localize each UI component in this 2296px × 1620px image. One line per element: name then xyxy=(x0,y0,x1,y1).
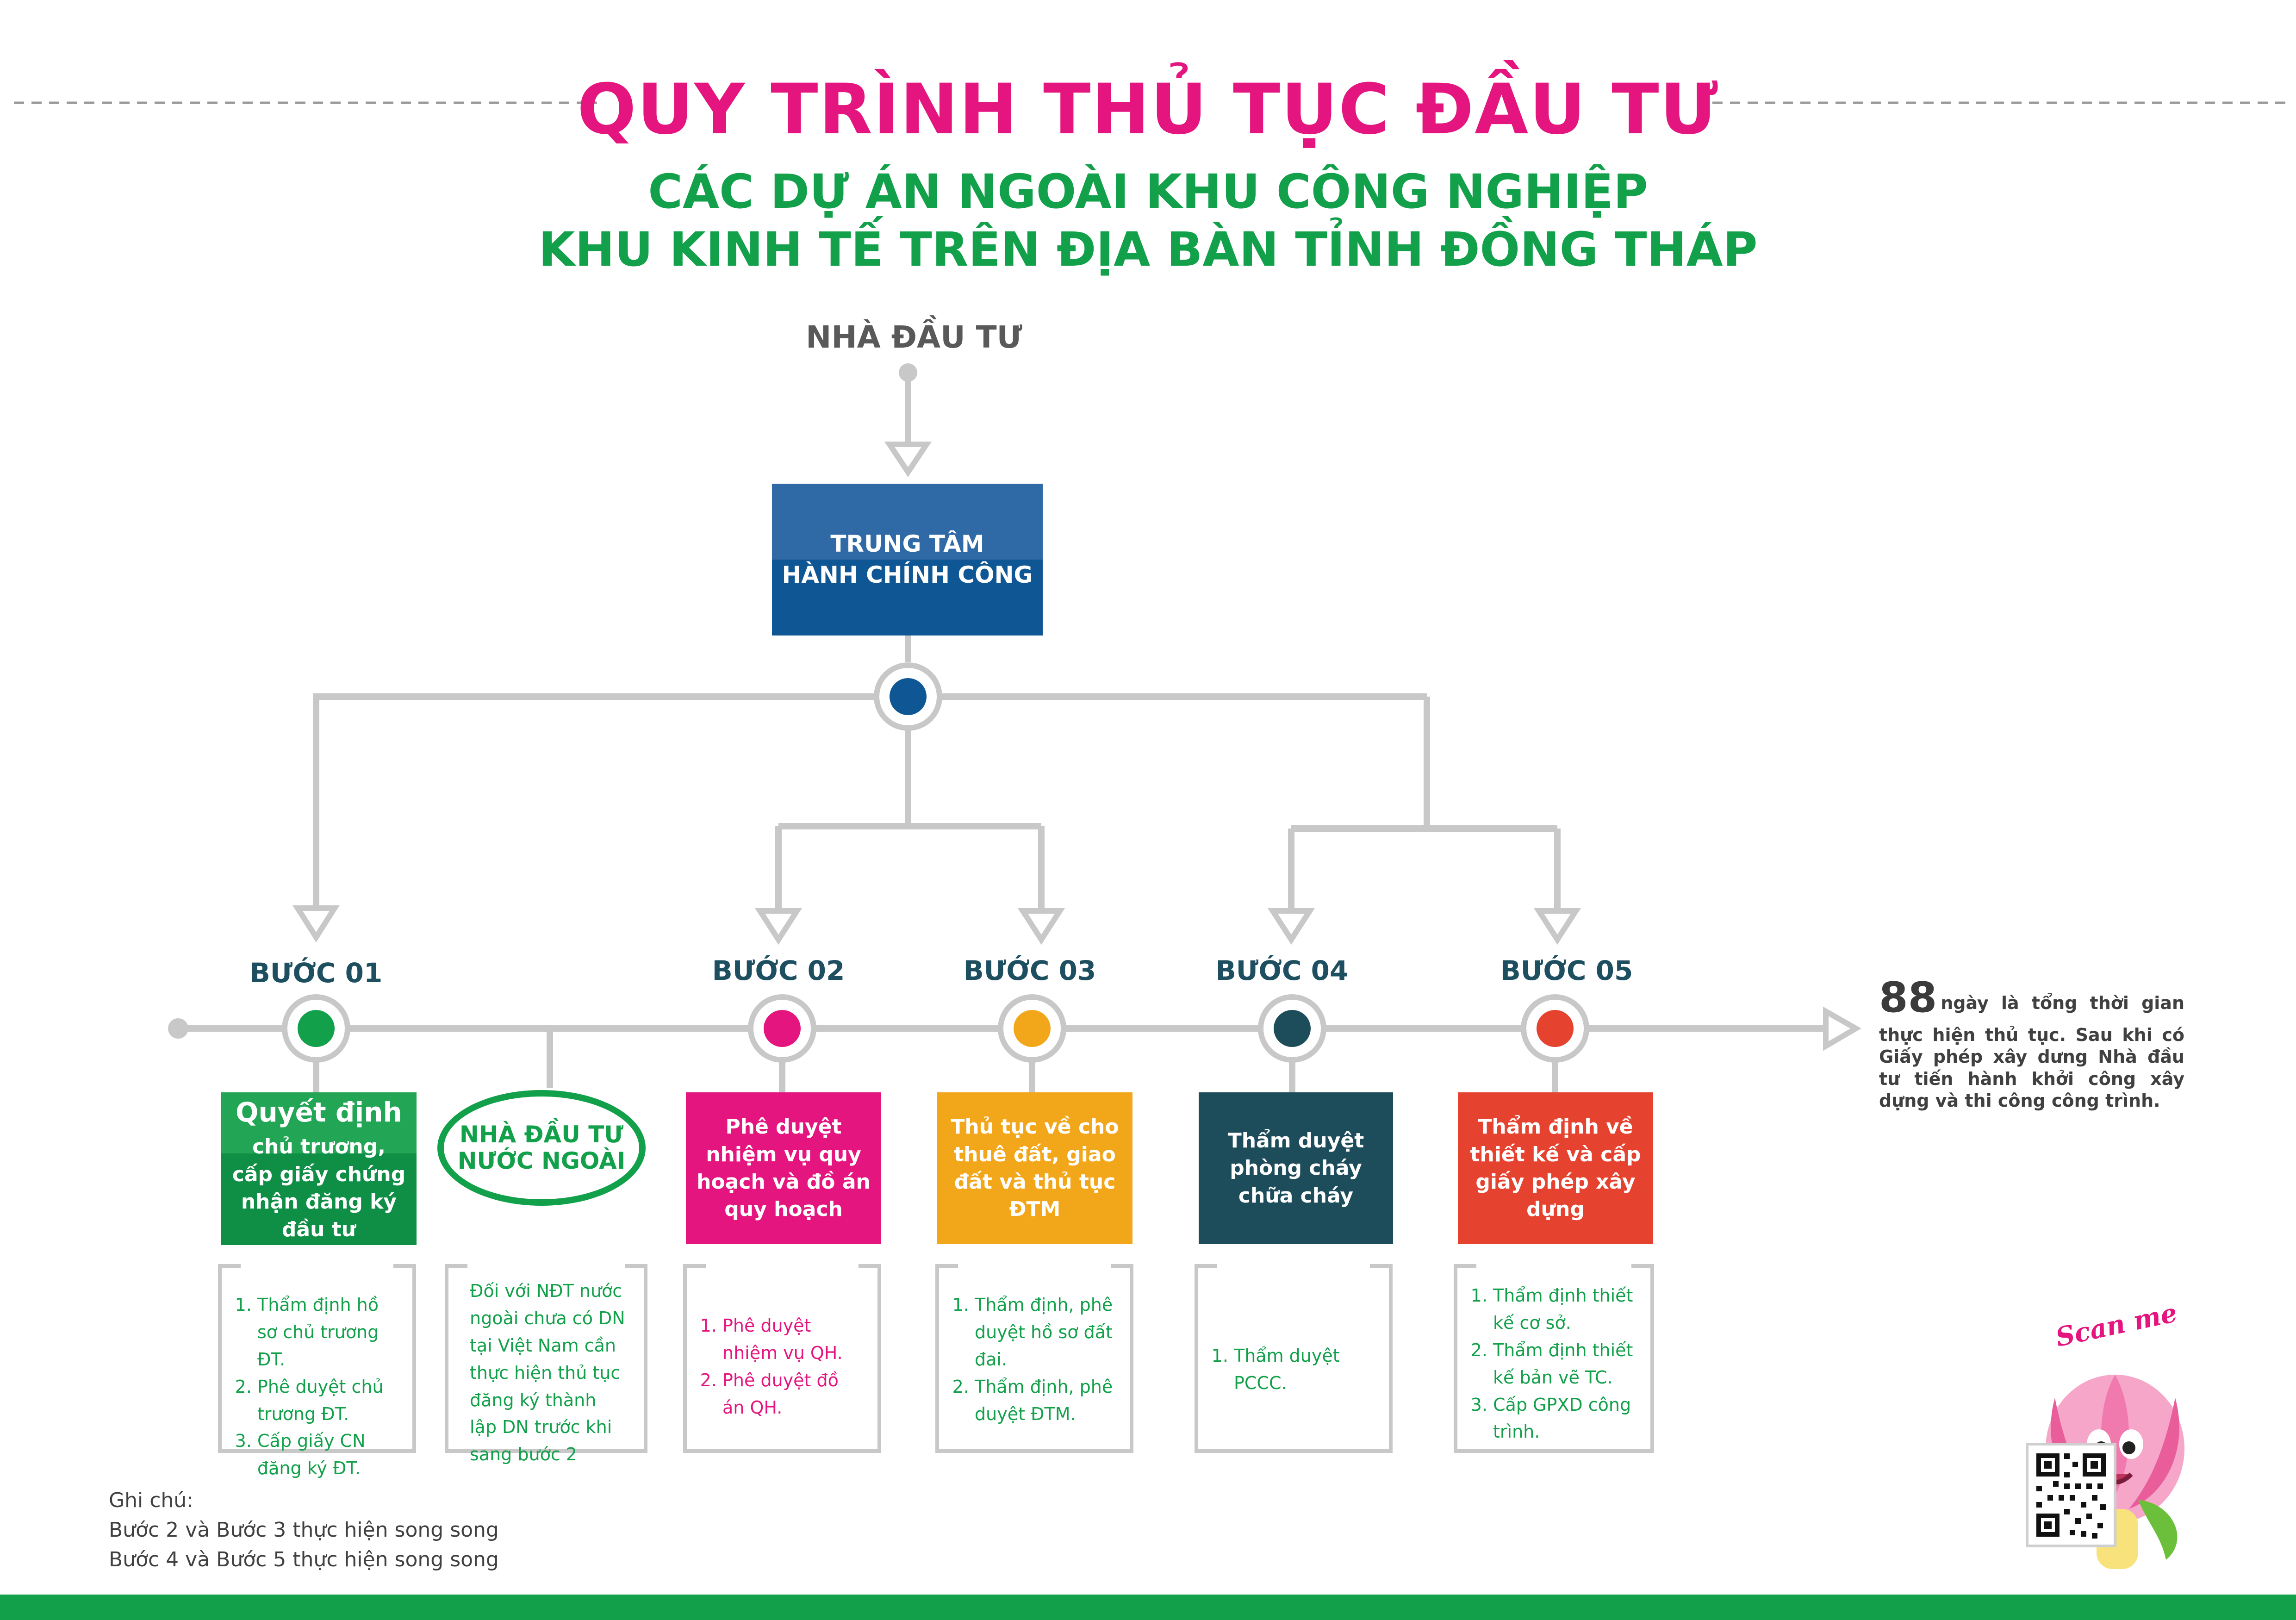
foreign-label-2: NƯỚC NGOÀI xyxy=(457,1147,626,1174)
bottom-bar xyxy=(0,1595,2296,1620)
investor-label: NHÀ ĐẦU TƯ xyxy=(806,319,1022,355)
step-4-box: Thẩm duyệt phòng cháy chữa cháy xyxy=(1199,1092,1393,1244)
step-4-details: Thẩm duyệt PCCC. xyxy=(1199,1333,1388,1406)
step-4-detail-item: Thẩm duyệt PCCC. xyxy=(1234,1342,1375,1397)
step-1-details: Thẩm định hồ sơ chủ trương ĐT. Phê duyệt… xyxy=(222,1282,412,1491)
step-1-detail-item: Thẩm định hồ sơ chủ trương ĐT. xyxy=(257,1291,398,1373)
step-1-heading: Quyết định xyxy=(236,1097,402,1128)
step-2-text: Phê duyệt nhiệm vụ quy hoạch và đồ án qu… xyxy=(697,1115,871,1221)
step-5-text: Thẩm định về thiết kế và cấp giấy phép x… xyxy=(1470,1115,1641,1221)
subtitle-line-2: KHU KINH TẾ TRÊN ĐỊA BÀN TỈNH ĐỒNG THÁP xyxy=(538,222,1758,277)
step-3-detail-item: Thẩm định, phê duyệt hồ sơ đất đai. xyxy=(975,1291,1115,1373)
step-5-detail-item: Thẩm định thiết kế cơ sở. xyxy=(1493,1282,1636,1337)
step-label-2: BƯỚC 02 xyxy=(712,955,845,986)
step-1-detail-item: Phê duyệt chủ trương ĐT. xyxy=(257,1373,398,1428)
foreign-label-1: NHÀ ĐẦU TƯ xyxy=(459,1121,624,1148)
step-3-detail-item: Thẩm định, phê duyệt ĐTM. xyxy=(975,1373,1115,1428)
step-3-details: Thẩm định, phê duyệt hồ sơ đất đai. Thẩm… xyxy=(940,1282,1129,1437)
step-2-detail-item: Phê duyệt nhiệm vụ QH. xyxy=(722,1312,863,1367)
step-label-4: BƯỚC 04 xyxy=(1215,955,1349,986)
step-label-1: BƯỚC 01 xyxy=(249,957,383,989)
step-2-details: Phê duyệt nhiệm vụ QH. Phê duyệt đồ án Q… xyxy=(687,1303,877,1431)
step-5-detail-item: Cấp GPXD công trình. xyxy=(1493,1391,1636,1446)
step-1-detail-item: Cấp giấy CN đăng ký ĐT. xyxy=(257,1427,398,1482)
center-line-1: TRUNG TÂM xyxy=(830,530,984,557)
total-days: 88 xyxy=(1879,973,1937,1022)
step-5-box: Thẩm định về thiết kế và cấp giấy phép x… xyxy=(1458,1092,1653,1244)
center-line-2: HÀNH CHÍNH CÔNG xyxy=(782,561,1033,588)
step-label-3: BƯỚC 03 xyxy=(963,955,1096,986)
foreign-investor-note: Đối với NĐT nước ngoài chưa có DN tại Vi… xyxy=(470,1281,625,1465)
step-1-text: chủ trương, cấp giấy chứng nhận đăng ký … xyxy=(232,1135,406,1241)
step-3-text: Thủ tục về cho thuê đất, giao đất và thủ… xyxy=(951,1115,1119,1221)
step-1-box: Quyết định chủ trương, cấp giấy chứng nh… xyxy=(221,1092,417,1245)
step-3-box: Thủ tục về cho thuê đất, giao đất và thủ… xyxy=(937,1092,1132,1244)
foreign-investor-ellipse: NHÀ ĐẦU TƯ NƯỚC NGOÀI xyxy=(437,1090,646,1206)
note-line-2: Bước 4 và Bước 5 thực hiện song song xyxy=(109,1547,499,1571)
note-line-1: Bước 2 và Bước 3 thực hiện song song xyxy=(109,1518,499,1542)
subtitle-line-1: CÁC DỰ ÁN NGOÀI KHU CÔNG NGHIỆP xyxy=(648,164,1648,219)
step-5-details: Thẩm định thiết kế cơ sở. Thẩm định thiế… xyxy=(1458,1273,1650,1455)
step-label-5: BƯỚC 05 xyxy=(1500,955,1633,986)
footnote: Ghi chú: Bước 2 và Bước 3 thực hiện song… xyxy=(109,1486,499,1574)
summary-text: ngày là tổng thời gian thực hiện thủ tục… xyxy=(1879,993,2184,1111)
step-2-detail-item: Phê duyệt đồ án QH. xyxy=(722,1367,863,1421)
public-admin-center-box: TRUNG TÂM HÀNH CHÍNH CÔNG xyxy=(772,484,1043,636)
note-heading: Ghi chú: xyxy=(109,1489,193,1512)
mascot-qr-illustration[interactable] xyxy=(1990,1342,2212,1583)
page-title: QUY TRÌNH THỦ TỤC ĐẦU TƯ xyxy=(577,69,1719,150)
step-4-text: Thẩm duyệt phòng cháy chữa cháy xyxy=(1227,1128,1364,1208)
step-2-box: Phê duyệt nhiệm vụ quy hoạch và đồ án qu… xyxy=(686,1092,881,1244)
step-5-detail-item: Thẩm định thiết kế bản vẽ TC. xyxy=(1493,1337,1636,1391)
